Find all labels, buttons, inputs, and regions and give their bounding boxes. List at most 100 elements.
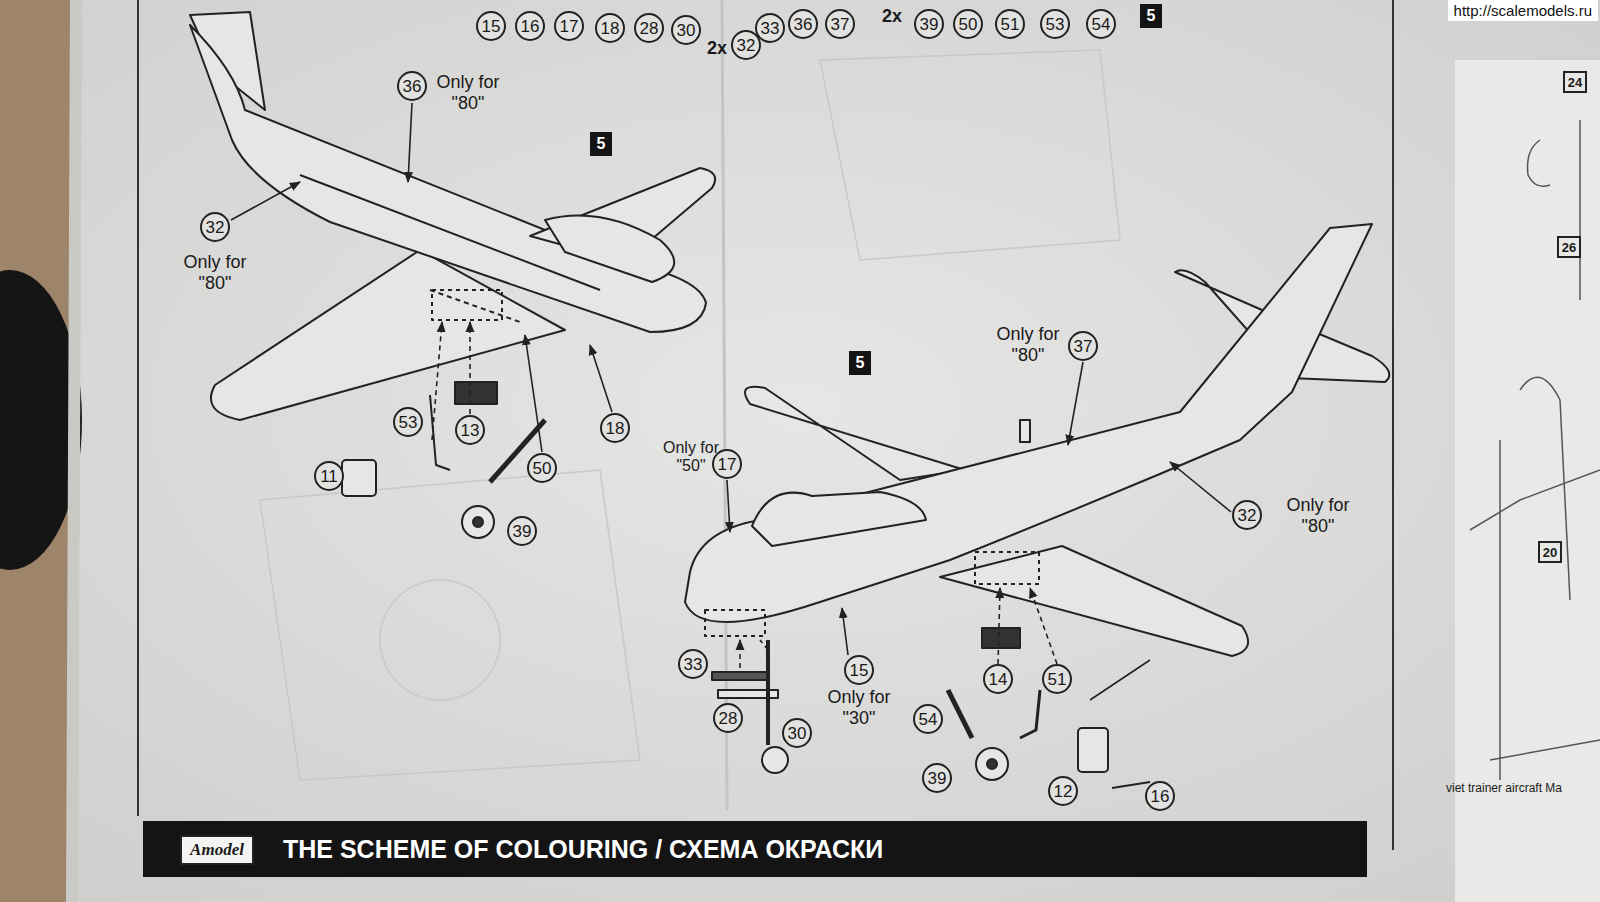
callout-number: 30	[671, 15, 701, 45]
title-band: THE SCHEME OF COLOURING / СХЕМА ОКРАСКИ	[143, 821, 1367, 877]
node-text: 30	[677, 22, 696, 39]
node-text: 51	[1001, 16, 1020, 33]
callout-number: 51	[1042, 664, 1072, 694]
callout-number: 30	[782, 718, 812, 748]
callout-number: 51	[995, 9, 1025, 39]
node-text: 28	[640, 20, 659, 37]
node-text: 32	[1238, 507, 1257, 524]
callout-number: 54	[1086, 9, 1116, 39]
node-text: 39	[513, 523, 532, 540]
callout-number: 14	[983, 664, 1013, 694]
callout-number: 53	[393, 407, 423, 437]
variant-note: Only for "80"	[425, 72, 511, 113]
label-text: Only for "80"	[172, 252, 258, 293]
multiplier: 2x	[882, 6, 902, 27]
callout-number: 28	[713, 703, 743, 733]
callout-number: 15	[844, 655, 874, 685]
node-text: 37	[831, 16, 850, 33]
callout-number: 32	[1232, 500, 1262, 530]
node-text: 18	[601, 20, 620, 37]
label-text: 2x	[882, 6, 902, 26]
label-text: Only for "80"	[985, 324, 1071, 365]
node-text: 24	[1568, 76, 1582, 89]
node-text: THE SCHEME OF COLOURING / СХЕМА ОКРАСКИ	[283, 835, 883, 864]
callout-number: 50	[953, 9, 983, 39]
step-number: 5	[849, 351, 871, 375]
node-text: 16	[521, 18, 540, 35]
node-text: 17	[718, 456, 737, 473]
callout-number: 54	[913, 704, 943, 734]
node-text: 11	[320, 468, 338, 485]
step-number: 24	[1563, 71, 1587, 93]
node-text: 54	[1092, 16, 1111, 33]
next-sheet	[1455, 60, 1600, 902]
callout-number: 39	[914, 9, 944, 39]
variant-note: Only for "50"	[653, 439, 729, 476]
brand-logo: Amodel	[180, 835, 254, 865]
node-text: 32	[206, 219, 225, 236]
label-text: Only for "50"	[653, 439, 729, 476]
label-text: 2x	[707, 38, 727, 58]
node-text: 5	[597, 136, 606, 152]
node-text: 12	[1054, 783, 1073, 800]
label-text: http://scalemodels.ru	[1454, 2, 1592, 19]
node-text: 50	[959, 16, 978, 33]
node-text: 50	[533, 460, 552, 477]
callout-number: 33	[755, 13, 785, 43]
node-text: 53	[1046, 16, 1065, 33]
label-text: viet trainer aircraft Ma	[1446, 781, 1562, 795]
node-text: 28	[719, 710, 738, 727]
node-text: 17	[560, 18, 579, 35]
node-text: 51	[1048, 671, 1067, 688]
node-text: 54	[919, 711, 938, 728]
callout-number: 12	[1048, 776, 1078, 806]
node-text: 14	[989, 671, 1008, 688]
callout-number: 15	[476, 11, 506, 41]
step-number: 20	[1538, 541, 1562, 563]
watermark: http://scalemodels.ru	[1448, 0, 1598, 21]
node-text: 15	[850, 662, 869, 679]
step-number: 5	[590, 132, 612, 156]
callout-number: 18	[595, 13, 625, 43]
node-text: 30	[788, 725, 807, 742]
node-text: 18	[606, 420, 625, 437]
step-number: 5	[1140, 4, 1162, 28]
multiplier: 2x	[707, 38, 727, 59]
callout-number: 33	[678, 649, 708, 679]
node-text: 26	[1562, 241, 1576, 254]
callout-number: 28	[634, 13, 664, 43]
callout-number: 17	[554, 11, 584, 41]
node-text: 37	[1074, 338, 1093, 355]
callout-number: 16	[1145, 781, 1175, 811]
node-text: 15	[482, 18, 501, 35]
node-text: 20	[1543, 546, 1557, 559]
node-text: 16	[1151, 788, 1170, 805]
node-text: 39	[928, 770, 947, 787]
node-text: 32	[737, 37, 756, 54]
node-text: 36	[794, 16, 813, 33]
variant-note: Only for "30"	[816, 687, 902, 728]
label-text: Only for "80"	[425, 72, 511, 113]
step-number: 26	[1557, 236, 1581, 258]
node-text: 33	[761, 20, 780, 37]
callout-number: 32	[200, 212, 230, 242]
variant-note: Only for "80"	[172, 252, 258, 293]
callout-number: 36	[397, 71, 427, 101]
node-text: 13	[461, 422, 480, 439]
callout-number: 36	[788, 9, 818, 39]
caption-fragment: viet trainer aircraft Ma	[1446, 782, 1562, 796]
callout-number: 13	[455, 415, 485, 445]
callout-number: 11	[314, 461, 344, 491]
callout-number: 37	[825, 9, 855, 39]
variant-note: Only for "80"	[985, 324, 1071, 365]
callout-number: 53	[1040, 9, 1070, 39]
variant-note: Only for "80"	[1275, 495, 1361, 536]
callout-number: 16	[515, 11, 545, 41]
callout-number: 39	[922, 763, 952, 793]
callout-number: 39	[507, 516, 537, 546]
callout-number: 50	[527, 453, 557, 483]
node-text: 5	[1147, 8, 1156, 24]
node-text: 36	[403, 78, 422, 95]
label-text: Only for "80"	[1275, 495, 1361, 536]
